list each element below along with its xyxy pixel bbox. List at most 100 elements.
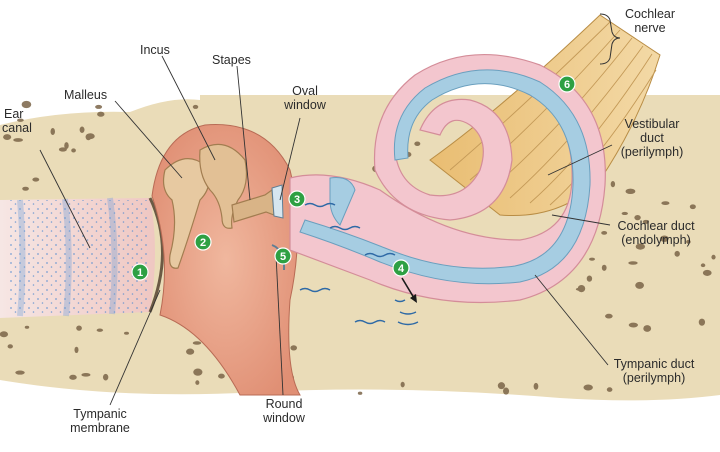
bone-pore	[621, 211, 628, 216]
svg-text:1: 1	[137, 267, 143, 279]
bone-pore	[642, 219, 649, 224]
leader-lines	[39, 55, 613, 406]
label-stapes: Stapes	[212, 53, 251, 67]
svg-text:4: 4	[398, 263, 405, 275]
bone-pore	[71, 148, 76, 153]
bone-pore	[689, 204, 696, 210]
bone-pore	[79, 126, 85, 133]
bone-pore	[15, 370, 25, 375]
bone-pore	[628, 261, 638, 265]
bone-pore	[610, 180, 616, 188]
bone-pore	[76, 325, 82, 331]
vestibular-membrane-stem	[329, 177, 356, 226]
bone-pore	[606, 387, 613, 392]
bone-pore	[414, 141, 421, 146]
bone-pore	[58, 147, 67, 152]
bone-pore	[634, 214, 641, 221]
bone-pore	[32, 177, 40, 182]
bone-lower-edge	[0, 380, 720, 420]
bone-pore	[583, 384, 593, 391]
bone-pore	[97, 111, 105, 117]
bone-pore	[290, 345, 298, 351]
bone-pore	[123, 331, 129, 335]
bone-pore	[625, 188, 636, 195]
svg-text:5: 5	[280, 251, 286, 263]
bone-pore	[698, 318, 706, 326]
bone-pore	[400, 381, 405, 388]
bone-pore	[195, 380, 200, 385]
bone-pore	[589, 257, 595, 261]
svg-text:2: 2	[200, 237, 206, 249]
bone-pore	[24, 325, 30, 329]
svg-text:6: 6	[564, 79, 570, 91]
bone-pore	[81, 373, 91, 377]
bone-pore	[64, 142, 69, 150]
bone-pore	[13, 138, 23, 142]
bone-pore	[7, 344, 13, 349]
bone-pore	[497, 382, 506, 390]
bone-pore	[700, 263, 706, 268]
bone-pore	[660, 235, 669, 242]
bone-pore	[50, 127, 55, 136]
bone-pore	[192, 341, 202, 345]
bone-pore	[21, 100, 32, 109]
bone-pore	[635, 281, 644, 289]
label-incus: Incus	[140, 43, 170, 57]
bone-pore	[711, 254, 716, 260]
bone-pore	[192, 104, 199, 109]
bone-pore	[605, 313, 613, 319]
bone-pore	[17, 118, 24, 122]
oval-window	[271, 184, 284, 219]
label-malleus: Malleus	[64, 88, 107, 102]
step-marker-4: 4	[392, 259, 410, 277]
step-marker-1: 1	[131, 263, 149, 281]
bone-pore	[674, 250, 680, 257]
incus	[199, 143, 248, 229]
label-cochlear-duct: Cochlear duct(endolymph)	[617, 219, 695, 247]
cochlear-duct	[299, 69, 591, 285]
canal-blue-bands	[17, 197, 118, 317]
bone-pore	[3, 134, 12, 141]
step-marker-3: 3	[288, 190, 306, 208]
bone-pore	[601, 231, 608, 235]
svg-text:3: 3	[294, 194, 300, 206]
bone-pore	[702, 269, 712, 276]
bone-pore	[586, 275, 593, 282]
nerve-bracket	[599, 13, 621, 65]
bone-pore	[643, 325, 652, 332]
bone-upper-edge	[0, 95, 200, 125]
step-marker-2: 2	[194, 233, 212, 251]
ear-canal-hair-dots	[8, 200, 148, 316]
bone-pore	[533, 382, 539, 390]
bone-pore	[22, 186, 29, 191]
bone-pore	[686, 239, 691, 244]
bone-pore	[86, 133, 95, 140]
bone-pore	[0, 331, 9, 338]
bone-pore	[628, 322, 639, 328]
basilar-arrowhead	[410, 294, 417, 303]
bone-pore	[601, 264, 607, 271]
bone-pore	[218, 373, 225, 379]
label-tympanic-duct: Tympanic duct(perilymph)	[614, 357, 695, 385]
bone-pore	[102, 373, 109, 381]
basilar-arrow	[401, 277, 415, 299]
bone-pore	[635, 243, 646, 250]
bone-pore	[74, 346, 79, 354]
bone-pore	[577, 284, 586, 293]
tympanic-membrane	[148, 197, 164, 313]
bone-pore	[186, 348, 195, 355]
bone-pore	[661, 201, 670, 205]
bone-pore	[357, 391, 363, 395]
bone-pore	[95, 104, 103, 109]
bone-pore	[503, 387, 510, 395]
step-marker-5: 5	[274, 247, 292, 265]
bone-pore	[193, 368, 203, 376]
pressure-wave-arrows	[299, 202, 419, 326]
